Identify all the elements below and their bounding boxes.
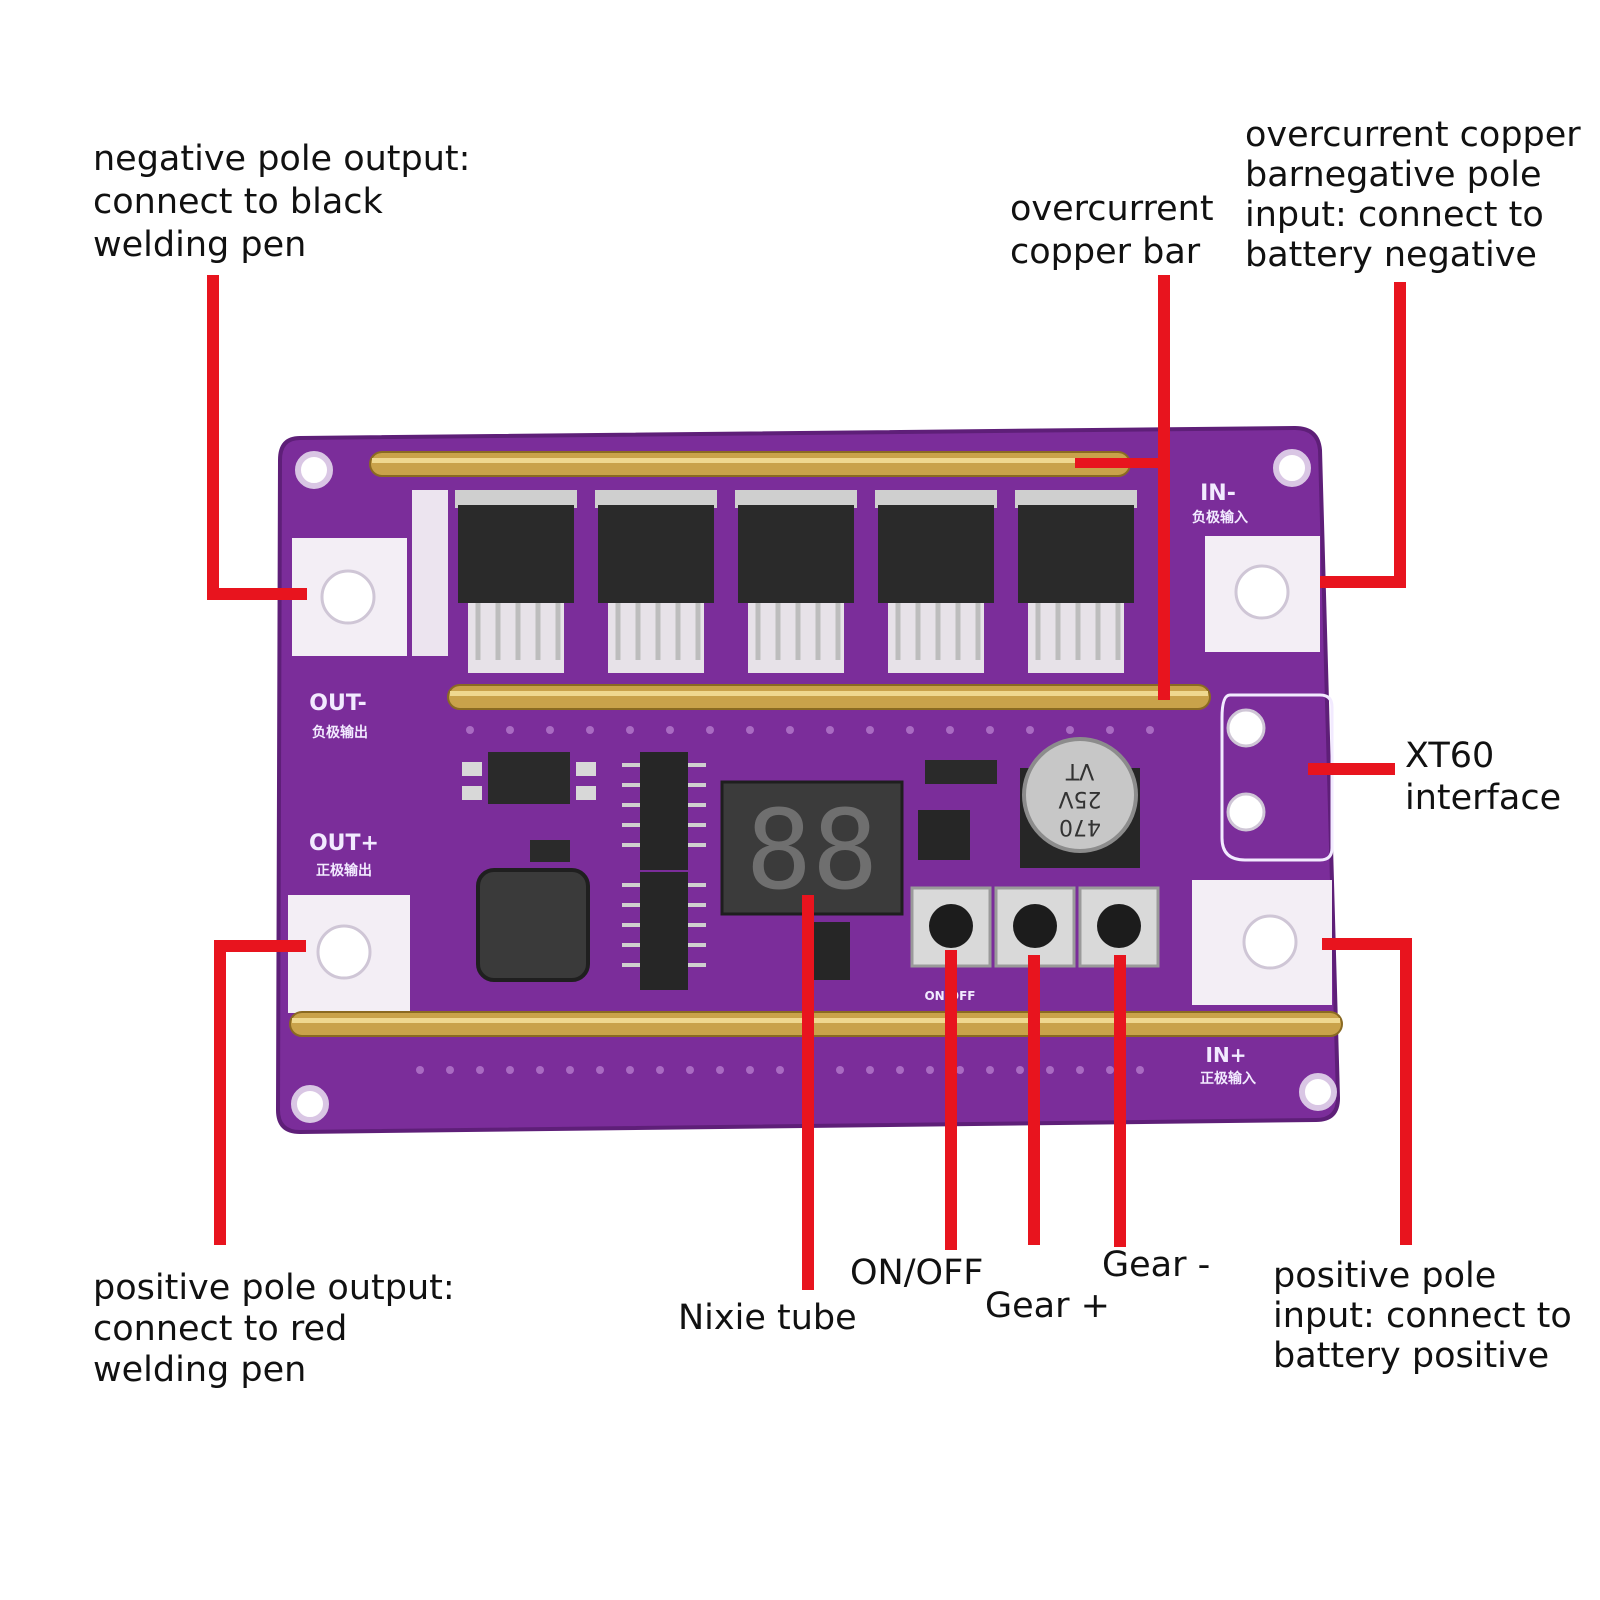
silk-out-minus: OUT- xyxy=(309,691,366,716)
label-positive-pole-output: positive pole output: connect to red wel… xyxy=(93,1268,455,1390)
silk-out-plus-cn: 正极输出 xyxy=(316,862,372,879)
label-gear-plus: Gear + xyxy=(985,1286,1110,1326)
leader-pos-output-h xyxy=(214,940,306,952)
label-positive-pole-input: positive pole input: connect to battery … xyxy=(1273,1256,1572,1376)
label-nixie-tube: Nixie tube xyxy=(678,1298,857,1338)
label-xt60-interface: XT60 interface xyxy=(1405,736,1562,818)
leader-onoff-v xyxy=(945,950,957,1250)
leader-neg-output-v xyxy=(207,275,219,600)
leader-xt60-h xyxy=(1308,763,1395,775)
leader-neg-input-h xyxy=(1320,576,1406,588)
leader-copper-bar-h xyxy=(1075,458,1165,468)
leader-gear-minus-v xyxy=(1114,955,1126,1247)
silk-out-minus-cn: 负极输出 xyxy=(312,724,368,741)
leader-pos-output-v xyxy=(214,940,226,1245)
svg-text:25V: 25V xyxy=(1058,786,1101,811)
leader-gear-plus-v xyxy=(1028,955,1040,1245)
svg-text:470: 470 xyxy=(1059,814,1101,839)
silk-in-minus-cn: 负极输入 xyxy=(1192,509,1248,526)
leader-neg-input-v xyxy=(1394,282,1406,588)
label-negative-pole-input: overcurrent copper barnegative pole inpu… xyxy=(1245,115,1581,275)
silk-in-plus: IN+ xyxy=(1206,1043,1247,1067)
label-gear-minus: Gear - xyxy=(1102,1245,1211,1285)
leader-pos-input-v xyxy=(1400,938,1412,1245)
silk-out-plus: OUT+ xyxy=(309,831,379,856)
leader-copper-bar-v xyxy=(1158,275,1170,700)
leader-nixie-v xyxy=(802,895,814,1290)
silk-in-minus: IN- xyxy=(1200,481,1236,506)
leader-pos-input-h xyxy=(1322,938,1412,950)
display-digits: 88 xyxy=(746,786,878,914)
label-overcurrent-copper-bar: overcurrent copper bar xyxy=(1010,189,1214,272)
leader-neg-output-h xyxy=(207,588,307,600)
svg-text:VT: VT xyxy=(1065,758,1094,783)
label-negative-pole-output: negative pole output: connect to black w… xyxy=(93,139,471,265)
label-on-off: ON/OFF xyxy=(850,1253,984,1293)
silk-in-plus-cn: 正极输入 xyxy=(1200,1070,1256,1087)
